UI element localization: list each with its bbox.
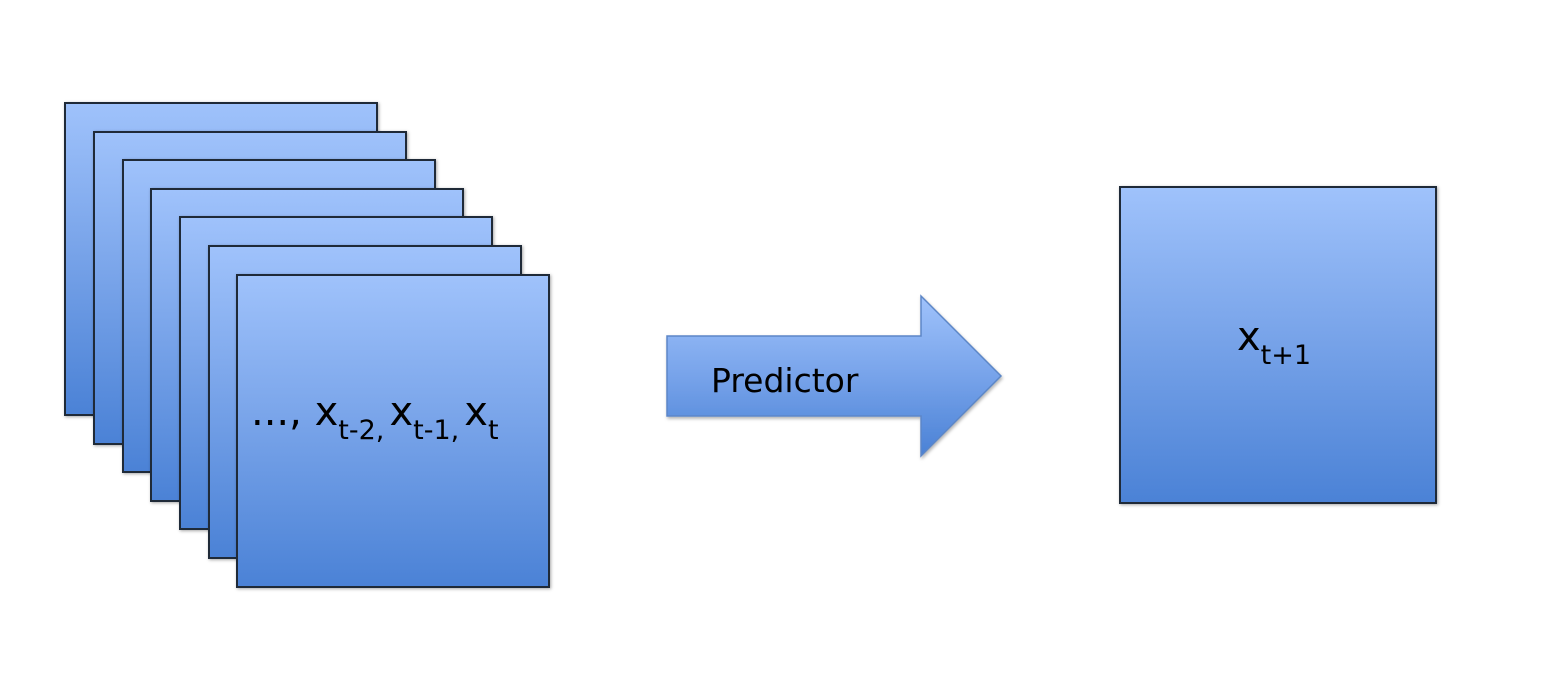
output-label-x: x [1237,314,1261,360]
input-label-x-t-minus-2: x [314,389,339,435]
output-label-sub-t-plus-1: t+1 [1260,340,1312,371]
input-label-x-t: x [464,389,488,435]
output-label: xt+1 [1237,314,1311,369]
input-sequence-label: ..., xt-2, xt-1, xt [251,389,499,444]
input-frame-front [236,274,550,588]
input-label-x-t-minus-1: x [389,389,414,435]
predictor-label: Predictor [711,361,859,400]
input-label-prefix: ..., [251,389,315,435]
predictor-arrow [666,294,1003,458]
input-label-sub-t: t [487,415,499,446]
input-label-sub-t-minus-1: t-1, [413,415,460,446]
input-label-sub-t-minus-2: t-2, [338,415,385,446]
output-frame [1119,186,1437,504]
predictor-arrow-shape [666,294,1003,458]
